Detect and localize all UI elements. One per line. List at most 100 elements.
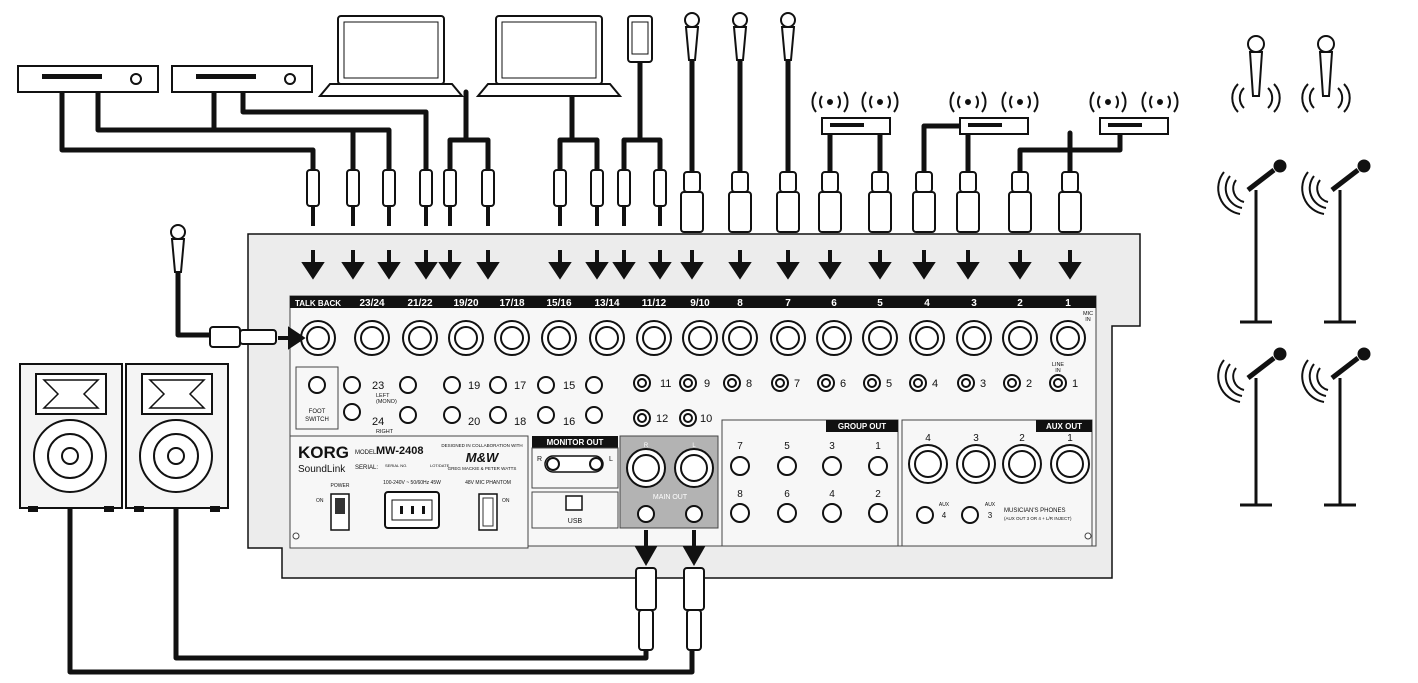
monitor-l-label: L	[609, 456, 613, 463]
ch-header: 15/16	[546, 298, 571, 309]
xlr-input-2	[1002, 320, 1038, 356]
jack-number: 11	[660, 378, 671, 390]
jack-number: 12	[656, 413, 668, 425]
xlr-input-6	[816, 320, 852, 356]
xlr-connector-icon	[868, 171, 892, 233]
jack-number: 9	[704, 378, 710, 390]
cd-player-1	[17, 65, 159, 93]
arrow-down-icon	[301, 250, 325, 280]
arrow-down-icon	[341, 250, 365, 280]
xlr-plugs	[680, 171, 1082, 233]
microphone-icon	[1301, 35, 1351, 113]
group-out-area: GROUP OUT 7 5 3 1 8 6 4 2	[721, 419, 899, 547]
microphone-icon	[684, 12, 700, 61]
smartphone	[627, 15, 653, 63]
jack-number: 1	[1072, 378, 1078, 390]
jack-number: 7	[794, 378, 800, 390]
xlr-input-5	[862, 320, 898, 356]
phone-plug-icon	[481, 169, 495, 226]
jack-number: 17	[514, 380, 526, 392]
microphone-icon	[780, 12, 796, 61]
monitor-out-label: MONITOR OUT	[547, 438, 604, 447]
group-number: 8	[737, 489, 743, 500]
ch-header: 19/20	[453, 298, 478, 309]
left-label: LEFT	[376, 393, 390, 399]
korg-logo: KORG	[298, 443, 349, 462]
jack-number: 16	[563, 416, 575, 428]
ch-header: 5	[877, 298, 883, 309]
xlr-input-talkback	[300, 320, 336, 356]
xlr-connector-icon	[956, 171, 980, 233]
xlr-connector-icon	[680, 171, 704, 233]
ch-header: 6	[831, 298, 837, 309]
laptop-1	[317, 15, 465, 97]
wired-mics	[170, 12, 796, 273]
xlr-connector-icon	[635, 567, 657, 651]
phone-plug-icon	[382, 169, 396, 226]
phone-plug-icon	[617, 169, 631, 226]
model-name: MW-2408	[376, 445, 423, 457]
xlr-input-17	[494, 320, 530, 356]
wireless-receivers	[821, 117, 1169, 135]
laptop-2	[475, 15, 623, 97]
jack-number: 3	[980, 378, 986, 390]
mic-stand-icon	[1301, 159, 1371, 324]
phone-plug-icon	[553, 169, 567, 226]
wireless-signal-icon	[811, 91, 849, 113]
wireless-signal-icon	[1001, 91, 1039, 113]
arrow-down-icon	[548, 250, 572, 280]
xlr-input-4	[909, 320, 945, 356]
stereo-numbers: 23 24 19 20 17 18 15 16	[372, 380, 575, 428]
microphone-icon	[1231, 35, 1281, 113]
jack-number: 5	[886, 378, 892, 390]
wireless-receiver-icon	[821, 117, 891, 135]
xlr-input-21	[402, 320, 438, 356]
xlr-connector-icon	[1008, 171, 1032, 233]
mic-stands	[1217, 159, 1371, 507]
ch-header: 13/14	[594, 298, 619, 309]
arrow-down-icon	[648, 250, 672, 280]
ch-header: 8	[737, 298, 743, 309]
foot-switch-label: FOOT	[309, 409, 326, 415]
arrow-down-icon	[585, 250, 609, 280]
phone-plug-icon	[443, 169, 457, 226]
jack-number: 10	[700, 413, 712, 425]
arrow-down-icon	[776, 250, 800, 280]
wireless-signal-icon	[949, 91, 987, 113]
jack-number: 24	[372, 416, 384, 428]
aux-out-area: AUX OUT 4 3 2 1 AUX 4 AUX 3 MUSICIAN'S P…	[901, 419, 1093, 547]
wireless-receiver-icon	[1099, 117, 1169, 135]
phones-number: 4	[942, 511, 947, 520]
main-l-label: L	[692, 443, 696, 449]
phone-plug-icon	[653, 169, 667, 226]
ch-header: 4	[924, 298, 930, 309]
xlr-input-9	[682, 320, 718, 356]
monitor-r-label: R	[537, 456, 542, 463]
arrow-down-icon	[1058, 250, 1082, 280]
arrow-down-icon	[868, 250, 892, 280]
aux-number: 3	[973, 433, 979, 444]
arrow-down-icon	[680, 250, 704, 280]
left-right-labels: LEFT (MONO) RIGHT	[376, 393, 397, 435]
group-number: 5	[784, 441, 790, 452]
arrow-down-icon	[682, 530, 706, 567]
phones-number: 3	[988, 511, 993, 520]
phone-plug-icon	[306, 169, 320, 226]
stereo-jacks	[343, 376, 603, 424]
aux-out-label: AUX OUT	[1046, 422, 1082, 431]
ac-label: 100-240V ~ 50/60Hz 45W	[383, 480, 441, 486]
talkback-header: TALK BACK	[295, 299, 341, 308]
ch-header: 2	[1017, 298, 1023, 309]
aux-number: 4	[925, 433, 931, 444]
cd-player-2	[171, 65, 313, 93]
cd-player-icon	[171, 65, 313, 93]
phones-aux-label-2: AUX	[985, 502, 996, 508]
usb-port[interactable]	[565, 495, 583, 511]
power-on-label: ON	[316, 498, 324, 504]
jack-number: 2	[1026, 378, 1032, 390]
arrow-down-icon	[818, 250, 842, 280]
cd-player-icon	[17, 65, 159, 93]
jack-number: 4	[932, 378, 938, 390]
